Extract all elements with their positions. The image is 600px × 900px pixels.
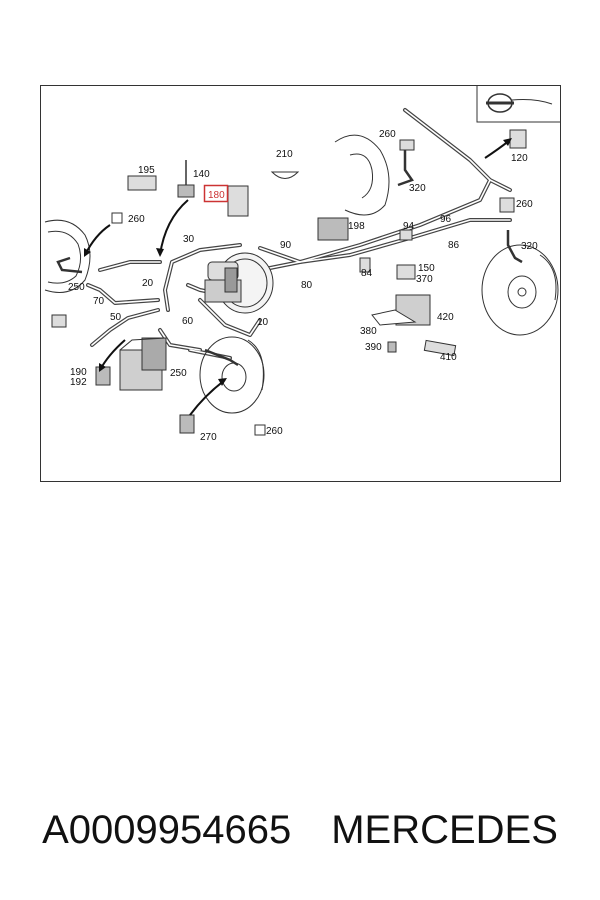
- callout-label-highlighted[interactable]: 180: [208, 190, 225, 201]
- callout-label[interactable]: 420: [437, 312, 454, 323]
- callout-label[interactable]: 10: [257, 317, 269, 328]
- parts-diagram: 195 140 180 210 260 320 120 96 94 86 90 …: [40, 85, 561, 482]
- callout-label[interactable]: 50: [110, 312, 122, 323]
- callout-label[interactable]: 320: [409, 183, 426, 194]
- small-parts: [51, 129, 527, 436]
- orientation-inset: [476, 86, 560, 123]
- callout-label[interactable]: 250: [68, 282, 85, 293]
- brand-name: MERCEDES: [331, 807, 558, 852]
- callout-label[interactable]: 80: [301, 280, 313, 291]
- callout-label[interactable]: 380: [360, 326, 377, 337]
- callout-label[interactable]: 94: [403, 221, 415, 232]
- callout-labels: 195 140 180 210 260 320 120 96 94 86 90 …: [68, 129, 538, 443]
- brake-lines: [86, 108, 512, 360]
- callout-label[interactable]: 90: [280, 240, 292, 251]
- rear-right-brake-disc: [481, 244, 559, 336]
- callout-label[interactable]: 195: [138, 165, 155, 176]
- arrow-heads: [84, 138, 512, 386]
- callout-label[interactable]: 190: [70, 367, 87, 378]
- callout-label[interactable]: 250: [170, 368, 187, 379]
- brake-booster: [204, 252, 274, 314]
- callout-label[interactable]: 30: [183, 234, 195, 245]
- callout-label[interactable]: 150: [418, 263, 435, 274]
- callout-label[interactable]: 192: [70, 377, 87, 388]
- callout-label[interactable]: 96: [440, 214, 452, 225]
- abs-hydraulic-unit: [119, 337, 167, 391]
- callout-label[interactable]: 120: [511, 153, 528, 164]
- callout-label[interactable]: 260: [128, 214, 145, 225]
- diagram-border: [40, 85, 561, 482]
- callout-label[interactable]: 140: [193, 169, 210, 180]
- callout-label[interactable]: 410: [440, 352, 457, 363]
- callout-label[interactable]: 210: [276, 149, 293, 160]
- callout-label[interactable]: 260: [379, 129, 396, 140]
- callout-label[interactable]: 20: [142, 278, 154, 289]
- rear-left-brake-disc: [199, 336, 265, 414]
- callout-label[interactable]: 320: [521, 241, 538, 252]
- product-caption: A0009954665 MERCEDES: [0, 795, 600, 865]
- callout-label[interactable]: 198: [348, 221, 365, 232]
- part-number: A0009954665: [42, 807, 292, 852]
- front-left-brake-disc: [44, 219, 91, 293]
- callout-label[interactable]: 84: [361, 268, 373, 279]
- front-right-brake-disc: [334, 134, 390, 216]
- callout-label[interactable]: 260: [266, 426, 283, 437]
- callout-label[interactable]: 370: [416, 274, 433, 285]
- callout-label[interactable]: 390: [365, 342, 382, 353]
- callout-label[interactable]: 60: [182, 316, 194, 327]
- callout-label[interactable]: 260: [516, 199, 533, 210]
- highlight-box: [203, 184, 229, 203]
- callout-label[interactable]: 270: [200, 432, 217, 443]
- callout-label[interactable]: 86: [448, 240, 460, 251]
- callout-label[interactable]: 70: [93, 296, 105, 307]
